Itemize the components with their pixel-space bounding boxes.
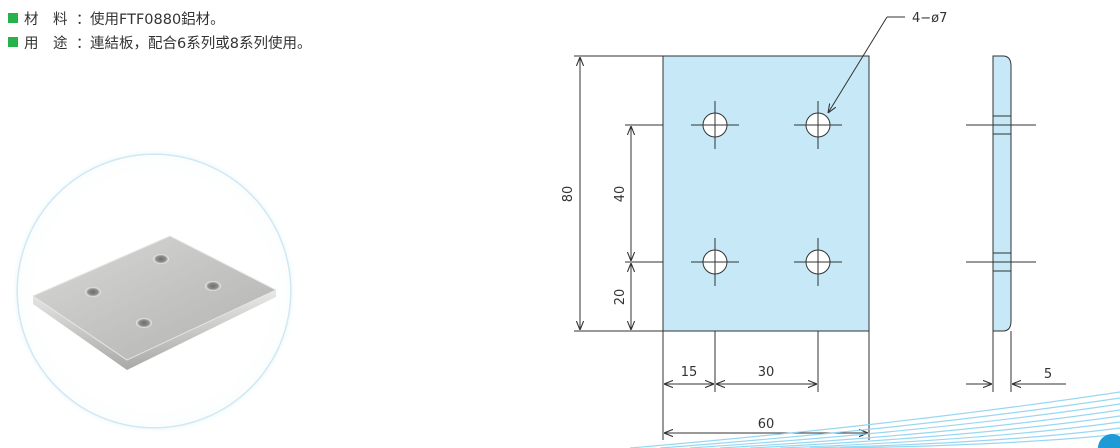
plate-side-view	[992, 55, 1012, 332]
plate-top	[31, 235, 278, 361]
dim-thickness	[966, 331, 1066, 392]
hole-icon	[85, 287, 101, 297]
dim-height-total	[574, 55, 663, 332]
spec-colon: ：	[76, 11, 91, 28]
hole-icon	[153, 254, 169, 264]
hole-callout: 4−ø7	[912, 11, 947, 26]
hole-icon	[136, 318, 152, 328]
plate-edge	[33, 290, 276, 370]
dim-label-30: 30	[758, 365, 775, 380]
green-square-bullet-icon	[8, 13, 18, 23]
dim-label-5: 5	[1044, 367, 1052, 382]
spec-row-material: 材 料 ： 使用FTF0880鋁材。	[8, 6, 311, 30]
dim-label-15: 15	[681, 365, 698, 380]
side-view-holes	[966, 115, 1036, 272]
dim-label-20: 20	[613, 289, 628, 306]
spec-label: 材 料	[24, 11, 68, 28]
hole-centerlines	[691, 101, 842, 286]
dim-label-60: 60	[758, 417, 775, 432]
dim-label-40: 40	[613, 186, 628, 203]
hole-icon	[205, 281, 221, 291]
decorative-swoosh	[629, 391, 1120, 448]
dim-hole-spacing-v	[625, 124, 663, 263]
spec-value: 使用FTF0880鋁材。	[90, 11, 225, 28]
spec-list: 材 料 ： 使用FTF0880鋁材。 用 途 ： 連結板，配合6系列或8系列使用…	[8, 6, 311, 54]
corner-badge-icon	[1098, 434, 1120, 448]
spec-label: 用 途	[24, 35, 68, 52]
dim-label-80: 80	[561, 186, 576, 203]
spec-row-usage: 用 途 ： 連結板，配合6系列或8系列使用。	[8, 30, 311, 54]
spec-colon: ：	[76, 35, 91, 52]
dim-hole-spacing-h	[662, 331, 870, 440]
green-square-bullet-icon	[8, 37, 18, 47]
spec-value: 連結板，配合6系列或8系列使用。	[90, 35, 312, 52]
callout-leader	[828, 16, 905, 113]
